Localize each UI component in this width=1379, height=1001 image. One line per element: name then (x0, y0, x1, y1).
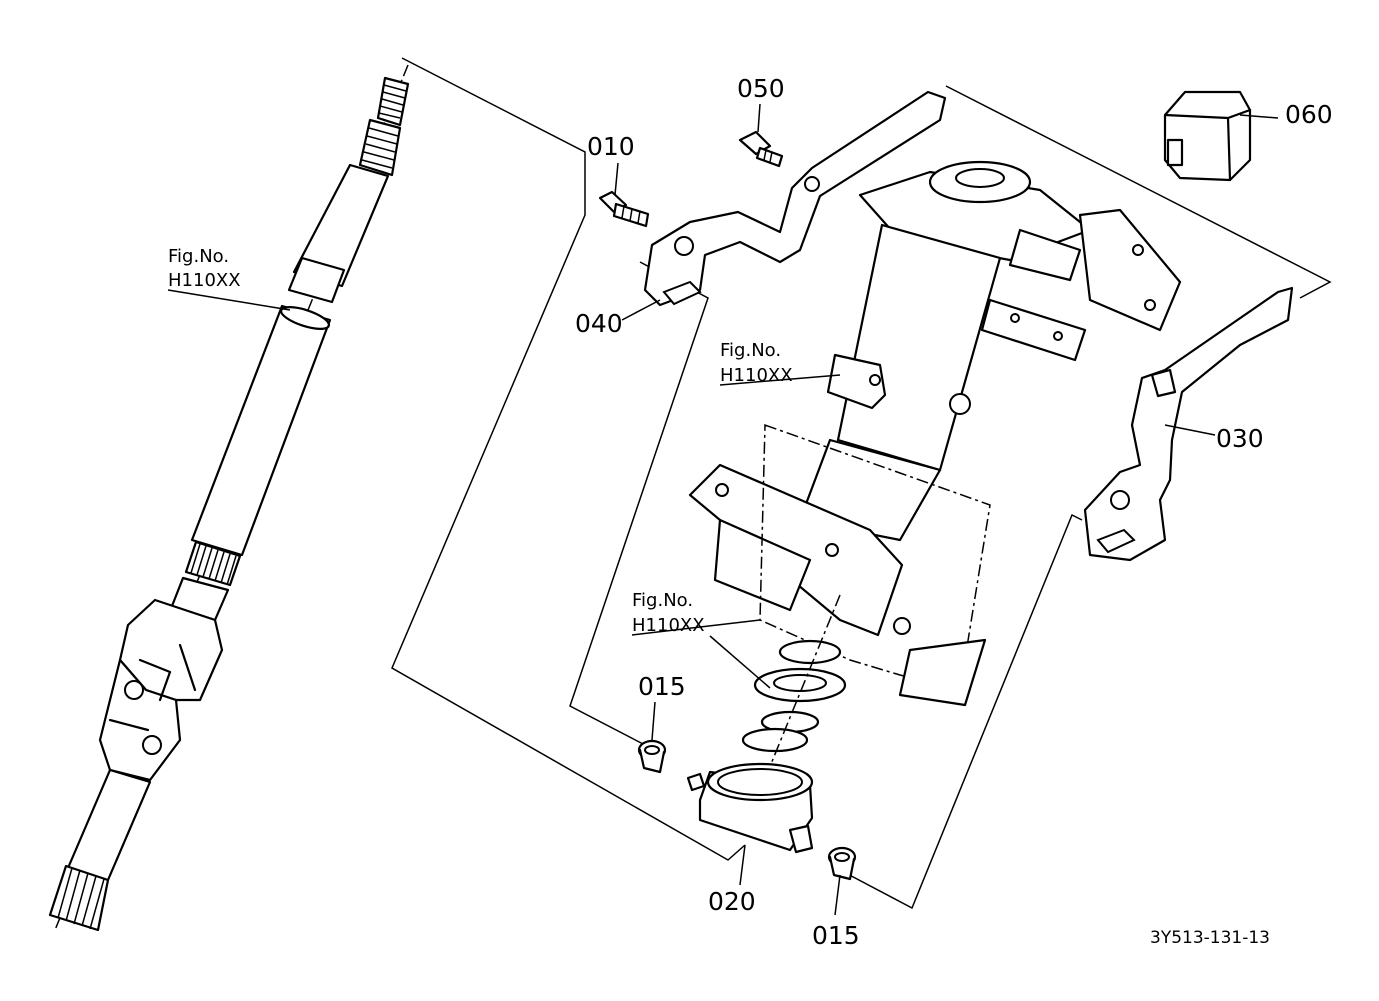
fig-ref-bearing: Fig.No. H110XX (632, 590, 705, 636)
label-010: 010 (587, 132, 635, 161)
fig-ref-prefix: Fig.No. (632, 590, 693, 611)
bushing-015-bottom (827, 846, 857, 881)
fig-ref-shaft: Fig.No. H110XX (168, 246, 241, 291)
bolt-050 (738, 130, 784, 168)
ring-housing-020 (686, 762, 814, 854)
fig-ref-prefix: Fig.No. (720, 340, 781, 361)
grip-060 (1163, 90, 1252, 182)
fig-ref-number: H110XX (720, 365, 793, 386)
bushing-015-top (637, 739, 667, 774)
bracket-040 (643, 90, 947, 307)
drawing-code: 3Y513-131-13 (1150, 928, 1270, 948)
label-015-top: 015 (638, 672, 686, 701)
group-outline-left (391, 57, 746, 861)
bolt-010 (598, 190, 650, 228)
steering-shaft (48, 64, 410, 932)
fig-ref-prefix: Fig.No. (168, 246, 229, 267)
label-015-bottom: 015 (812, 921, 860, 950)
label-050: 050 (737, 74, 785, 103)
fig-ref-clip: Fig.No. H110XX (720, 340, 793, 386)
label-040: 040 (575, 309, 623, 338)
leader-lines (167, 103, 1279, 916)
label-020: 020 (708, 887, 756, 916)
fig-ref-number: H110XX (632, 615, 705, 636)
label-060: 060 (1285, 100, 1333, 129)
label-030: 030 (1216, 424, 1264, 453)
column-housing (688, 160, 1182, 707)
bracket-030 (1083, 286, 1294, 562)
fig-ref-number: H110XX (168, 270, 241, 291)
